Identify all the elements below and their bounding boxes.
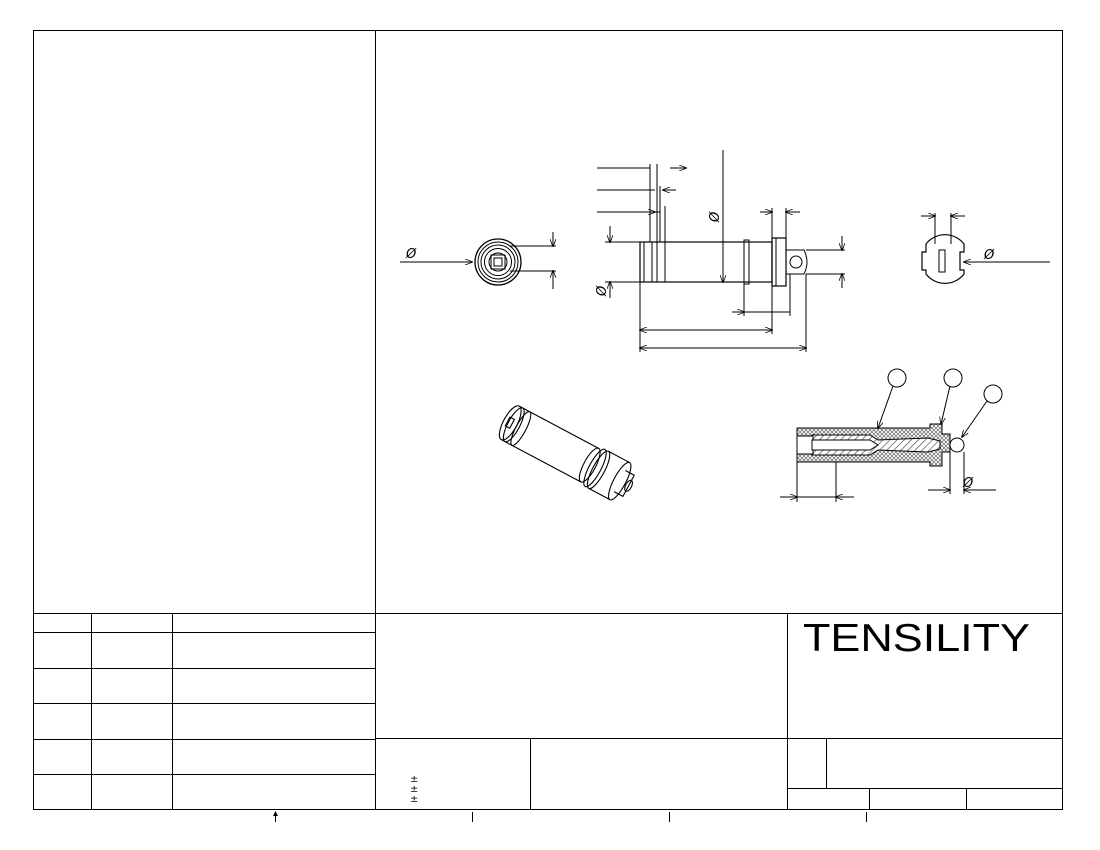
tolerance-symbol: ± (410, 784, 418, 795)
diameter-symbol: Ø (708, 211, 723, 223)
sheet-frame (33, 30, 1063, 810)
diameter-symbol: Ø (405, 247, 417, 262)
diameter-symbol: Ø (962, 476, 974, 491)
front-end-view (400, 232, 556, 289)
revision-table (33, 613, 376, 810)
diameter-symbol: Ø (983, 248, 995, 263)
tolerance-symbol: ± (410, 794, 418, 805)
diameter-symbol: Ø (595, 285, 610, 297)
company-logo: TENSILITY (803, 617, 1030, 660)
section-view (780, 368, 1003, 502)
tolerance-symbols: ± ± ± (410, 774, 418, 805)
side-view (597, 150, 845, 352)
isometric-view (498, 405, 635, 501)
zone-markers (273, 811, 867, 822)
rear-end-view (921, 213, 1050, 284)
title-block (375, 613, 1063, 810)
tolerance-symbol: ± (410, 774, 418, 785)
